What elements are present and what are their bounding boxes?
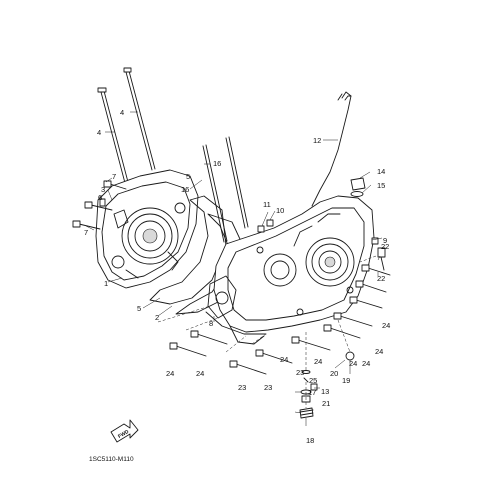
callout-label-7: 7	[84, 228, 88, 237]
callout-label-1: 1	[104, 279, 108, 288]
callout-label-25: 25	[309, 376, 317, 385]
callout-label-18: 18	[306, 436, 314, 445]
callout-label-5: 5	[186, 172, 190, 181]
callout-label-13: 13	[321, 387, 329, 396]
callout-label-23: 23	[238, 383, 246, 392]
callout-label-24: 24	[196, 369, 204, 378]
callout-label-22: 22	[377, 274, 385, 283]
callout-label-24: 24	[362, 359, 370, 368]
callout-label-2: 2	[155, 313, 159, 322]
crankcase-right	[205, 195, 375, 345]
stud-bolts-16	[202, 136, 249, 243]
callout-label-21: 21	[322, 399, 330, 408]
upper-small-bolts	[72, 180, 274, 233]
callout-label-12: 12	[313, 136, 321, 145]
drawing-code: 1SC5110-M110	[89, 456, 134, 463]
callout-label-7: 7	[112, 172, 116, 181]
callout-label-22: 22	[381, 242, 389, 251]
callout-label-11: 11	[263, 200, 271, 209]
callout-label-19: 19	[342, 376, 350, 385]
callout-label-8: 8	[209, 319, 213, 328]
callout-label-24: 24	[382, 321, 390, 330]
callout-label-20: 20	[330, 369, 338, 378]
callout-label-4: 4	[120, 108, 124, 117]
fwd-arrow-icon	[110, 419, 139, 443]
callout-label-10: 10	[276, 206, 284, 215]
callout-label-15: 15	[377, 181, 385, 190]
callout-label-24: 24	[349, 359, 357, 368]
callout-label-3: 3	[101, 185, 105, 194]
callout-leaders	[85, 111, 383, 426]
callout-label-24: 24	[314, 357, 322, 366]
breather-pipe	[311, 91, 352, 207]
fwd-label: FWD	[117, 429, 130, 440]
callout-label-24: 24	[375, 347, 383, 356]
oil-filler-plug	[350, 177, 366, 197]
callout-label-5: 5	[137, 304, 141, 313]
callout-label-24: 24	[166, 369, 174, 378]
callout-label-14: 14	[377, 167, 385, 176]
callout-label-16: 16	[181, 185, 189, 194]
callout-label-16: 16	[213, 159, 221, 168]
dashed-leaders	[157, 255, 377, 408]
callout-label-23: 23	[264, 383, 272, 392]
callout-label-24: 24	[280, 355, 288, 364]
callout-label-17: 17	[308, 388, 316, 397]
lower-bolts	[169, 264, 391, 375]
callout-labels: 1234455677891011121314151616171819202122…	[84, 108, 390, 445]
callout-label-23: 23	[296, 368, 304, 377]
callout-label-6: 6	[98, 193, 102, 202]
crankcase-left	[95, 169, 199, 289]
right-small-parts	[345, 237, 386, 361]
callout-label-4: 4	[97, 128, 101, 137]
callout-label-9: 9	[383, 236, 387, 245]
